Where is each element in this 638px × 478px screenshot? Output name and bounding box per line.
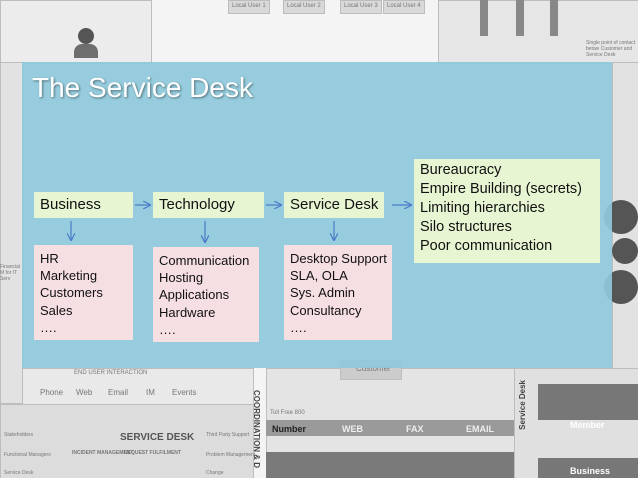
bg-phone-label: Phone xyxy=(40,388,64,397)
bg-member-box xyxy=(538,384,638,420)
problem-item: Limiting hierarchies xyxy=(420,200,545,216)
bg-end-user-interaction: END USER INTERACTION xyxy=(74,370,148,376)
list-item: …. xyxy=(159,321,176,337)
technology-details: Communication Hosting Applications Hardw… xyxy=(153,247,259,342)
bg-number-label: Number xyxy=(272,424,307,434)
bg-financial-label: Financial M for IT Serv xyxy=(0,264,21,282)
list-item: Applications xyxy=(159,287,230,303)
bg-local-user-4 xyxy=(383,0,425,14)
list-item: …. xyxy=(290,319,307,335)
bg-business-label: Business xyxy=(570,466,611,476)
list-item: Sys. Admin xyxy=(290,285,356,301)
bg-service-desk-big-label: SERVICE DESK xyxy=(120,432,195,443)
bg-request-fulfilment-label: REQUEST FULFILMENT xyxy=(124,450,181,456)
bg-arrow xyxy=(480,0,488,36)
problems-box: Bureaucracy Empire Building (secrets) Li… xyxy=(414,159,600,263)
bg-local-user-4-label: Local User 4 xyxy=(387,3,421,9)
bg-local-user-2-label: Local User 2 xyxy=(287,3,321,9)
problem-item: Bureaucracy xyxy=(420,162,502,178)
list-item: Customers xyxy=(40,285,103,301)
bg-service-desk-diagram xyxy=(0,404,254,478)
bg-web-right-label: WEB xyxy=(342,424,363,434)
bg-local-user-1-label: Local User 1 xyxy=(232,3,266,9)
slide-title: The Service Desk xyxy=(32,72,253,103)
list-item: Communication xyxy=(159,253,250,268)
bg-incident-management-label: INCIDENT MANAGEMENT xyxy=(72,450,134,456)
bg-arrow xyxy=(550,0,558,36)
bg-bottom-bar xyxy=(266,452,514,478)
bg-toll-free-label: Toll Free 800 xyxy=(270,410,305,416)
list-item: Sales xyxy=(40,302,73,318)
bg-business-box xyxy=(538,458,638,478)
bg-customer-label: Customer xyxy=(356,364,391,373)
bg-single-point-label: Single point of contact betwe Customer a… xyxy=(586,40,636,58)
bg-local-user-3-label: Local User 3 xyxy=(344,3,378,9)
service-desk-box: Service Desk xyxy=(284,192,384,218)
bg-channel-bar xyxy=(266,420,514,436)
bg-local-user-2 xyxy=(283,0,325,14)
business-box: Business xyxy=(34,192,133,218)
bg-problem-management-label: Problem Management xyxy=(206,452,256,458)
bg-service-desk-left-label: Service Desk xyxy=(4,470,34,476)
bg-arrow xyxy=(516,0,524,36)
problem-item: Silo structures xyxy=(420,219,512,235)
bg-third-party-label: Third Party Support xyxy=(206,432,250,438)
list-item: Consultancy xyxy=(290,302,362,318)
bg-member-label: Member xyxy=(570,420,605,430)
bg-fax-label: FAX xyxy=(406,424,424,434)
bg-im-label: IM xyxy=(146,388,155,397)
bg-change-label: Change xyxy=(206,470,224,476)
list-item: HR xyxy=(40,251,59,266)
bg-web-label: Web xyxy=(76,388,93,397)
bg-functional-managers-label: Functional Managers xyxy=(4,452,51,458)
bg-problem-badge xyxy=(612,238,638,264)
list-item: …. xyxy=(40,319,57,335)
bg-stakeholders-label: Stakeholders xyxy=(4,432,34,438)
list-item: Desktop Support xyxy=(290,251,387,266)
bg-events-label: Events xyxy=(172,388,197,397)
bg-email-right-label: EMAIL xyxy=(466,424,494,434)
problem-item: Empire Building (secrets) xyxy=(420,181,582,197)
service-desk-details: Desktop Support SLA, OLA Sys. Admin Cons… xyxy=(284,245,392,340)
list-item: Hardware xyxy=(159,304,216,320)
list-item: Hosting xyxy=(159,270,204,286)
bg-email-label: Email xyxy=(108,388,129,397)
technology-box: Technology xyxy=(153,192,264,218)
bg-person-body xyxy=(74,44,98,58)
business-details: HR Marketing Customers Sales …. xyxy=(34,245,133,340)
list-item: Marketing xyxy=(40,268,98,284)
list-item: SLA, OLA xyxy=(290,268,348,284)
bg-person-icon xyxy=(78,28,94,44)
problem-item: Poor communication xyxy=(420,238,553,254)
bg-coordination-label: COORDINATION & D xyxy=(252,390,261,469)
bg-local-user-3 xyxy=(340,0,382,14)
bg-local-user-1 xyxy=(228,0,270,14)
